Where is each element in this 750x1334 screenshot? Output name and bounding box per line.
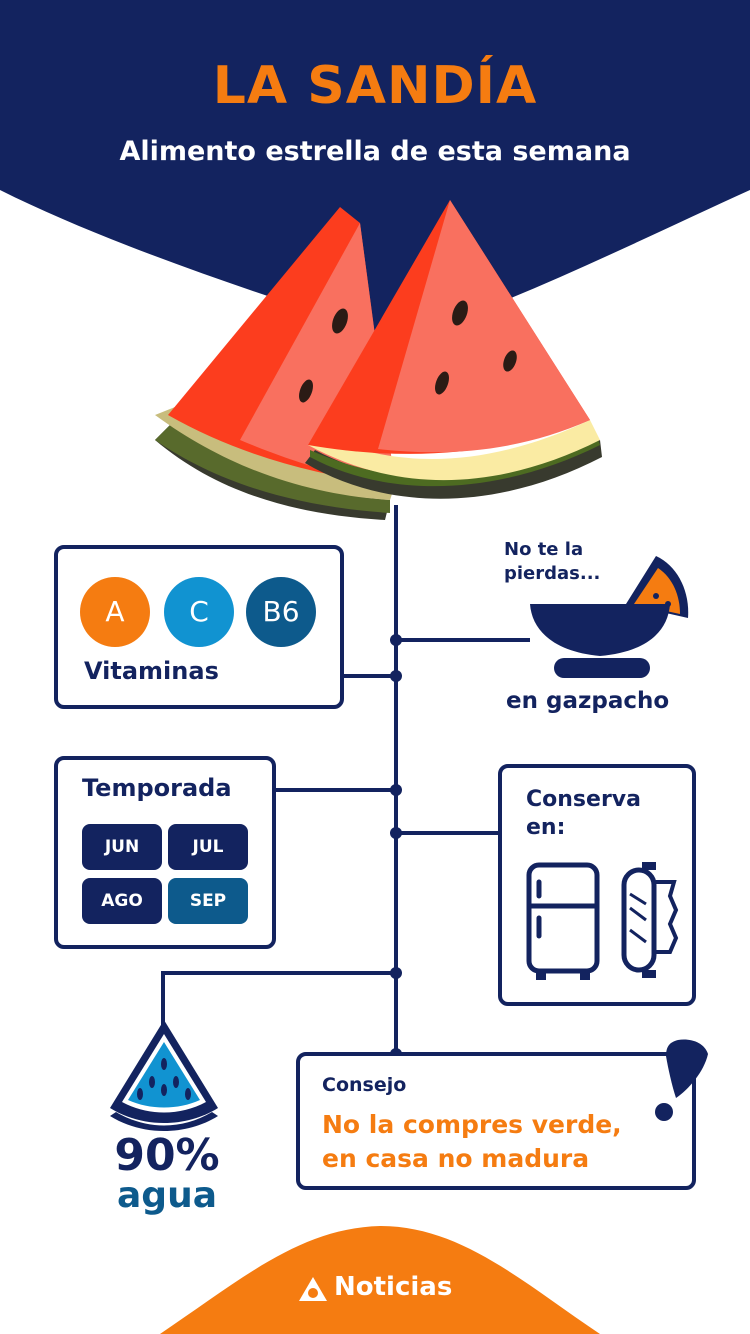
fridge-icon [526, 862, 600, 980]
page-title: LA SANDÍA [212, 56, 538, 116]
serving-tagline: No te la pierdas... [504, 539, 601, 584]
page-subtitle: Alimento estrella de esta semana [119, 136, 631, 167]
brand-logo-icon [299, 1277, 327, 1301]
water-label: agua [117, 1175, 217, 1216]
storage-card: Conserva en: [498, 764, 696, 1006]
month-badge-ago: AGO [82, 878, 162, 924]
footer-background [160, 1226, 600, 1334]
gazpacho-bowl-icon [530, 556, 689, 678]
vitamins-card: A C B6 Vitaminas [54, 545, 344, 709]
storage-label: Conserva en: [526, 787, 641, 840]
watermelon-water-icon [110, 1020, 218, 1131]
month-badge-jun: JUN [82, 824, 162, 870]
tip-card: Consejo No la compres verde, en casa no … [296, 1052, 696, 1190]
month-badge-jul: JUL [168, 824, 248, 870]
watermelon-slices-illustration [155, 200, 602, 520]
header-background [0, 0, 750, 340]
month-badge-sep: SEP [168, 878, 248, 924]
plastic-wrap-icon [621, 862, 679, 978]
serving-suggestion: en gazpacho [506, 688, 670, 714]
exclamation-icon [655, 1039, 708, 1121]
watermelon-slice-right [305, 200, 602, 499]
tip-text: No la compres verde, en casa no madura [322, 1110, 622, 1173]
tip-label: Consejo [322, 1074, 407, 1096]
vitamin-b6-badge: B6 [246, 577, 316, 647]
vitamin-c-badge: C [164, 577, 234, 647]
season-label: Temporada [82, 774, 232, 802]
season-card: Temporada JUN JUL AGO SEP [54, 756, 276, 949]
water-percentage: 90% [114, 1130, 220, 1181]
brand-name: Noticias [334, 1272, 453, 1302]
vitamin-a-badge: A [80, 577, 150, 647]
vitamins-label: Vitaminas [84, 657, 219, 685]
